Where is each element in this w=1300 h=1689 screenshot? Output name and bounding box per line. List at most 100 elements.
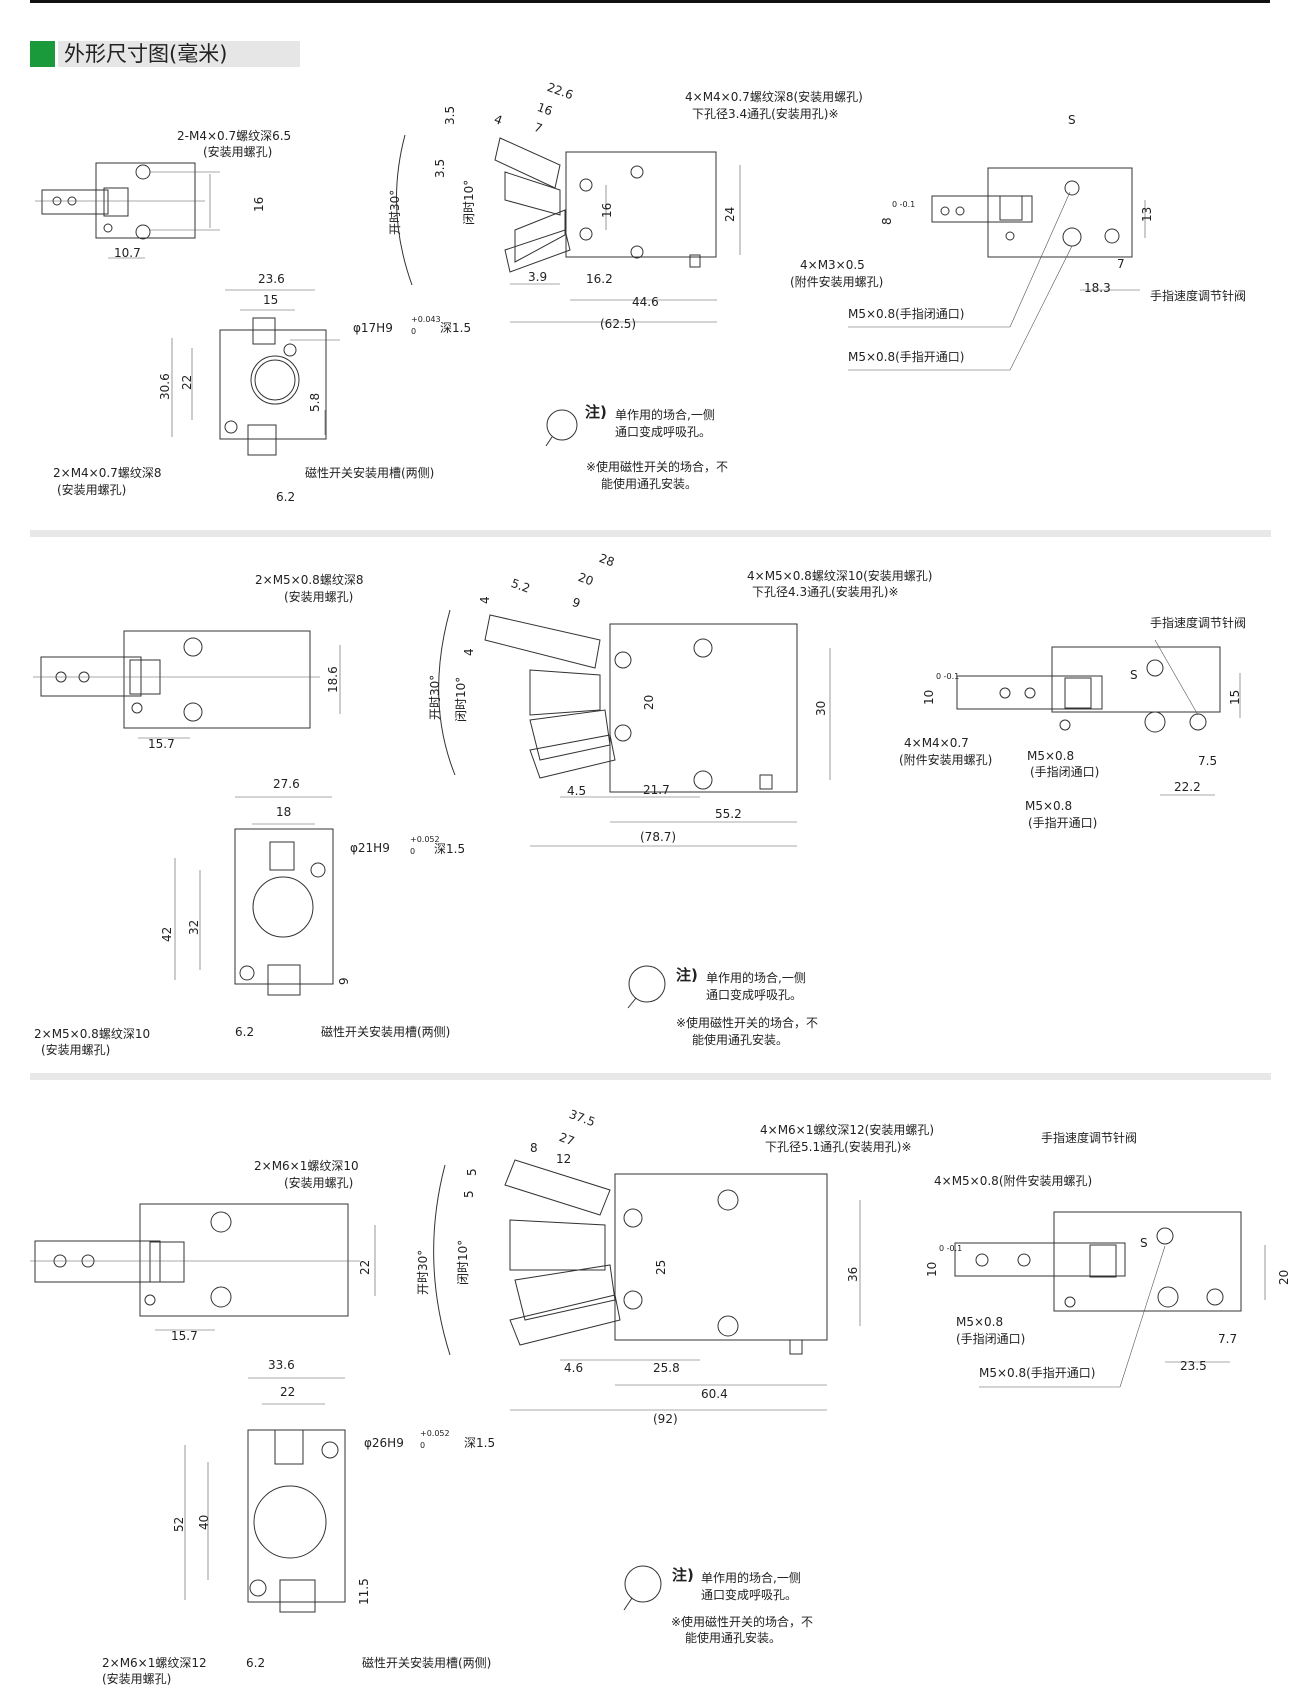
- s1-bore: φ17H9: [353, 321, 393, 335]
- s3-note-l3: ※使用磁性开关的场合，不: [671, 1615, 814, 1629]
- s1-side-e: 3.5: [443, 105, 457, 125]
- s2-top-h: 10: [922, 689, 936, 705]
- s3-bottom-s: 6.2: [246, 1656, 266, 1670]
- s1-front-view: [35, 162, 220, 259]
- s3-bottom-d: 11.5: [357, 1578, 371, 1605]
- s2-top-s: S: [1130, 668, 1138, 682]
- s2-top-close-note: (手指闭通口): [1030, 765, 1100, 779]
- s1-bottom-w1: 23.6: [258, 272, 285, 286]
- s1-front-w: 10.7: [114, 246, 141, 260]
- s3-bottom-w2: 22: [280, 1385, 296, 1399]
- s1-top-tol: 0 -0.1: [892, 200, 916, 209]
- s2-side-x1: 4.5: [567, 784, 587, 798]
- s1-top-view: [848, 167, 1146, 371]
- s1-top-open-port: M5×0.8(手指开通口): [848, 350, 965, 364]
- s3-bottom-view: [184, 1377, 346, 1613]
- s3-side-x4: (92): [653, 1412, 678, 1426]
- s1-bore-tol-dn: 0: [411, 327, 417, 336]
- s2-bore-depth: 深1.5: [434, 842, 466, 856]
- s2-slot: 磁性开关安装用槽(两侧): [321, 1025, 451, 1039]
- s2-bottom-h2: 32: [187, 919, 201, 935]
- s3-side-h2: 36: [846, 1266, 860, 1282]
- s2-bottom-thread-note: (安装用螺孔): [41, 1043, 111, 1057]
- s2-top-close-port: M5×0.8: [1027, 749, 1075, 763]
- s3-top-acc: 4×M5×0.8(附件安装用螺孔): [934, 1174, 1093, 1188]
- s2-bottom-d: 9: [337, 977, 351, 985]
- s2-front-view: [33, 630, 341, 739]
- s1-note-l4: 能使用通孔安装。: [601, 477, 698, 491]
- s2-bore: φ21H9: [350, 841, 390, 855]
- s3-side-d: 12: [556, 1152, 572, 1166]
- s3-top-close-port: M5×0.8: [956, 1315, 1004, 1329]
- s2-front-thread-note: (安装用螺孔): [284, 590, 354, 604]
- s2-top-h2: 15: [1228, 689, 1242, 705]
- s2-side-x3: 55.2: [715, 807, 742, 821]
- s1-side-close: 闭时10°: [462, 179, 476, 225]
- s3-bore-depth: 深1.5: [464, 1436, 496, 1450]
- s3-side-x2: 25.8: [653, 1361, 680, 1375]
- s1-top-valve: 手指速度调节针阀: [1150, 289, 1247, 303]
- s3-side-through: 下孔径5.1通孔(安装用孔)※: [765, 1140, 912, 1154]
- s3-bottom-h1: 52: [172, 1516, 186, 1532]
- s3-top-w2: 23.5: [1180, 1359, 1207, 1373]
- s3-note-head: 注): [672, 1566, 694, 1584]
- s3-note-l4: 能使用通孔安装。: [685, 1631, 782, 1645]
- s2-side-e: 4: [478, 596, 492, 604]
- s1-note-l2: 通口变成呼吸孔。: [615, 425, 712, 439]
- s2-side-through: 下孔径4.3通孔(安装用孔)※: [752, 585, 899, 599]
- s1-front-h: 16: [252, 196, 266, 212]
- s1-bottom-w2: 15: [263, 293, 279, 307]
- s2-front-w: 15.7: [148, 737, 175, 751]
- s2-top-w2: 22.2: [1174, 780, 1201, 794]
- s3-side-c: 8: [530, 1141, 538, 1155]
- s1-side-x2: 16.2: [586, 272, 613, 286]
- s1-top-close-port: M5×0.8(手指闭通口): [848, 307, 965, 321]
- s1-side-through: 下孔径3.4通孔(安装用孔)※: [692, 107, 839, 121]
- s3-bore-tol-up: +0.052: [420, 1429, 450, 1438]
- s3-side-f: 5: [462, 1190, 476, 1198]
- s2-bore-tol-up: +0.052: [410, 835, 440, 844]
- s1-bottom-s: 6.2: [276, 490, 296, 504]
- s2-top-acc-note: (附件安装用螺孔): [899, 753, 993, 767]
- s2-side-view: [438, 609, 831, 847]
- s2-top-view: [956, 639, 1241, 796]
- s2-note-l1: 单作用的场合,一侧: [706, 971, 806, 985]
- s1-note-head: 注): [585, 403, 607, 421]
- s1-bottom-thread-note: (安装用螺孔): [57, 483, 127, 497]
- s3-side-close: 闭时10°: [456, 1239, 470, 1285]
- s3-side-x1: 4.6: [564, 1361, 584, 1375]
- s2-side-h1: 20: [642, 694, 656, 710]
- s2-side-open: 开时30°: [428, 674, 442, 720]
- section-divider: [30, 530, 1271, 537]
- s3-bottom-thread-note: (安装用螺孔): [102, 1672, 172, 1686]
- s1-side-x1: 3.9: [528, 270, 548, 284]
- s2-side-h2: 30: [814, 700, 828, 716]
- s2-bottom-view: [174, 796, 334, 996]
- s3-front-thread-note: (安装用螺孔): [284, 1176, 354, 1190]
- s3-bore-tol-dn: 0: [420, 1441, 426, 1450]
- section-marker: [30, 41, 55, 67]
- s3-note-balloon: [623, 1565, 662, 1611]
- s1-top-h2: 13: [1140, 206, 1154, 222]
- s3-top-s: S: [1140, 1236, 1148, 1250]
- s2-side-f: 4: [462, 648, 476, 656]
- s1-bore-depth: 深1.5: [440, 321, 472, 335]
- s1-slot: 磁性开关安装用槽(两侧): [305, 466, 435, 480]
- s2-bore-tol-dn: 0: [410, 847, 416, 856]
- s1-bottom-d: 5.8: [308, 392, 322, 412]
- s3-top-tol: 0 -0.1: [939, 1244, 963, 1253]
- s3-note-l1: 单作用的场合,一侧: [701, 1571, 801, 1585]
- s3-bottom-w1: 33.6: [268, 1358, 295, 1372]
- s3-side-view: [433, 1159, 861, 1411]
- s2-note-head: 注): [676, 966, 698, 984]
- s3-front-h: 22: [358, 1259, 372, 1275]
- s2-front-thread: 2×M5×0.8螺纹深8: [255, 573, 364, 587]
- s2-top-w1: 7.5: [1198, 754, 1218, 768]
- s1-bottom-h2: 22: [180, 374, 194, 390]
- s3-top-close-note: (手指闭通口): [956, 1332, 1026, 1346]
- s1-bottom-thread: 2×M4×0.7螺纹深8: [53, 466, 162, 480]
- s3-side-x3: 60.4: [701, 1387, 728, 1401]
- s1-top-h: 8: [880, 217, 894, 225]
- s1-bottom-h1: 30.6: [158, 373, 172, 400]
